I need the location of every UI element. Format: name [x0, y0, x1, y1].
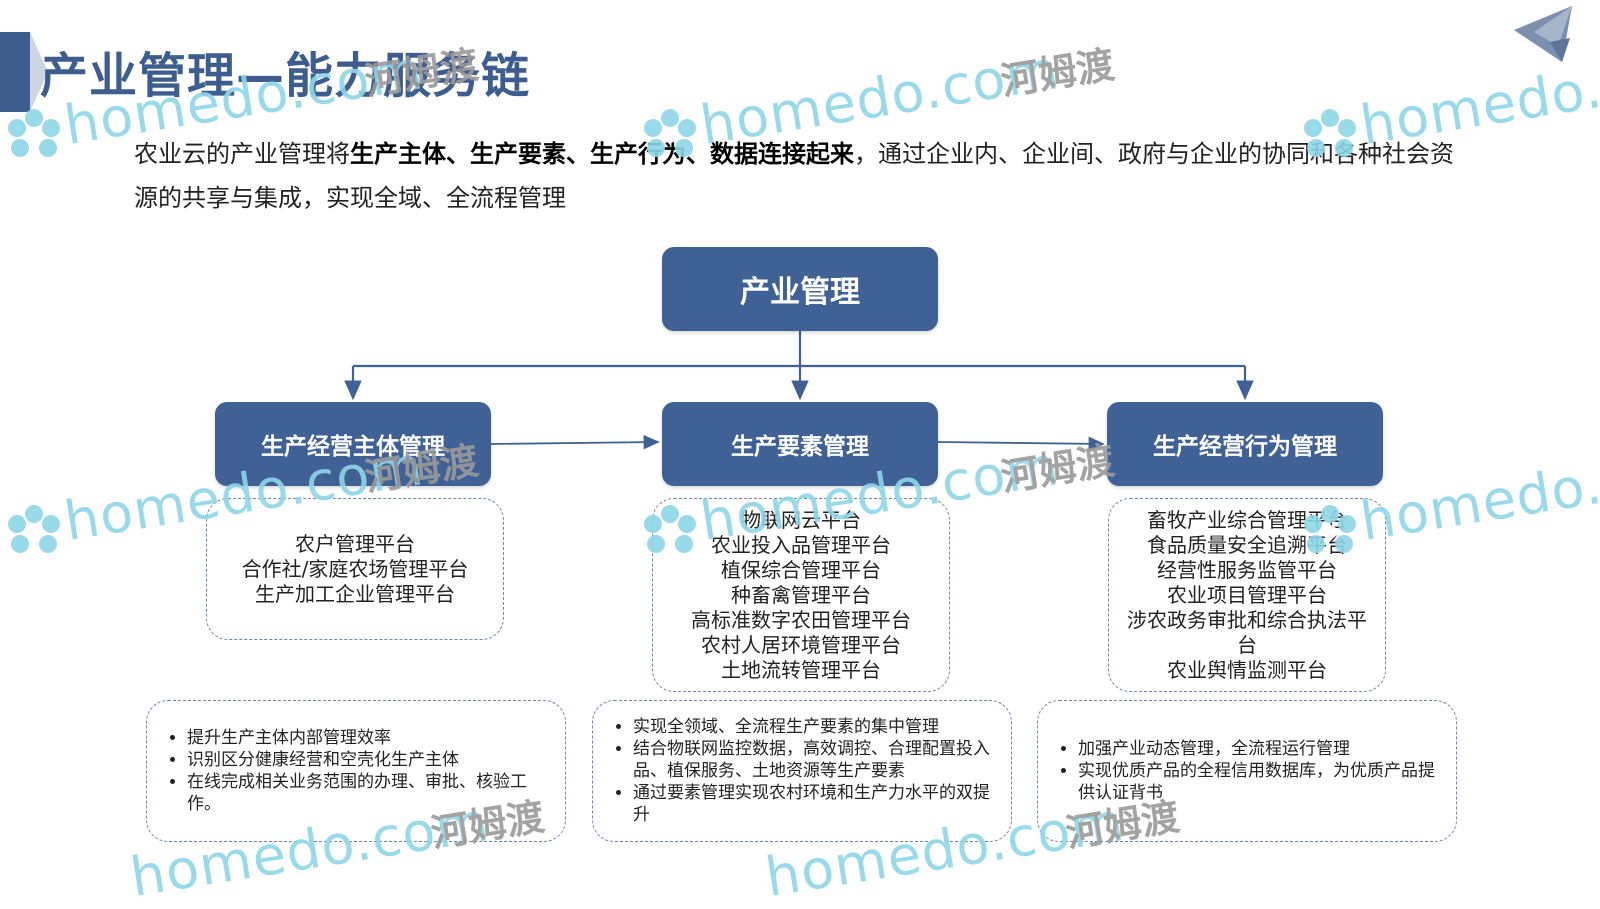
platform-item: 农业舆情监测平台 [1167, 657, 1327, 682]
connector-mid1-to-mid2 [490, 434, 660, 450]
branch-node-factor: 生产要素管理 [662, 402, 938, 486]
platform-item: 高标准数字农田管理平台 [691, 607, 911, 632]
benefit-item: 识别区分健康经营和空壳化生产主体 [187, 749, 547, 771]
benefit-list-subject: 提升生产主体内部管理效率 识别区分健康经营和空壳化生产主体 在线完成相关业务范围… [146, 700, 566, 842]
platform-list-subject: 农户管理平台 合作社/家庭农场管理平台 生产加工企业管理平台 [206, 498, 504, 640]
benefit-item: 通过要素管理实现农村环境和生产力水平的双提升 [633, 782, 993, 826]
intro-paragraph: 农业云的产业管理将生产主体、生产要素、生产行为、数据连接起来，通过企业内、企业间… [134, 132, 1464, 220]
platform-item: 农业项目管理平台 [1167, 582, 1327, 607]
platform-item: 食品质量安全追溯平台 [1147, 532, 1347, 557]
platform-item: 土地流转管理平台 [721, 657, 881, 682]
benefit-item: 在线完成相关业务范围的办理、审批、核验工作。 [187, 771, 547, 815]
intro-prefix: 农业云的产业管理将 [134, 140, 350, 168]
benefit-item: 加强产业动态管理，全流程运行管理 [1078, 738, 1438, 760]
platform-item: 农业投入品管理平台 [711, 532, 891, 557]
connector-mid2-to-mid3 [937, 436, 1105, 452]
platform-item: 涉农政务审批和综合执法平台 [1127, 607, 1367, 657]
platform-item: 合作社/家庭农场管理平台 [241, 556, 469, 581]
watermark-en: homedo.com [1356, 434, 1600, 553]
platform-list-behavior: 畜牧产业综合管理平台 食品质量安全追溯平台 经营性服务监管平台 农业项目管理平台… [1108, 498, 1386, 692]
benefit-item: 结合物联网监控数据，高效调控、合理配置投入品、植保服务、土地资源等生产要素 [633, 738, 993, 782]
platform-item: 生产加工企业管理平台 [255, 581, 455, 606]
benefit-list-behavior: 加强产业动态管理，全流程运行管理 实现优质产品的全程信用数据库，为优质产品提供认… [1037, 700, 1457, 842]
watermark-cn: 河姆渡 [997, 42, 1118, 104]
intro-highlight: 生产主体、生产要素、生产行为、数据连接起来 [350, 140, 854, 168]
platform-item: 种畜禽管理平台 [731, 582, 871, 607]
benefit-item: 实现全领域、全流程生产要素的集中管理 [633, 716, 993, 738]
corner-logo-icon [1514, 6, 1572, 62]
platform-item: 农户管理平台 [295, 531, 415, 556]
benefit-item: 提升生产主体内部管理效率 [187, 727, 547, 749]
intro-suffix: ，通过企业内、企业间、政府与企业的协同和各种社会资源的共享与集成，实现全域、全流… [134, 140, 1454, 212]
benefit-item: 实现优质产品的全程信用数据库，为优质产品提供认证背书 [1078, 760, 1438, 804]
page-title: 产业管理—能力服务链 [40, 48, 531, 104]
watermark-flower-icon [8, 505, 60, 553]
platform-item: 物联网云平台 [741, 507, 861, 532]
title-accent-bar [0, 32, 30, 112]
platform-list-factor: 物联网云平台 农业投入品管理平台 植保综合管理平台 种畜禽管理平台 高标准数字农… [652, 498, 950, 692]
platform-item: 畜牧产业综合管理平台 [1147, 507, 1347, 532]
watermark-cn: 河姆渡 [997, 438, 1118, 500]
branch-node-behavior: 生产经营行为管理 [1107, 402, 1383, 486]
root-node: 产业管理 [662, 247, 938, 331]
title-accent-arrow [30, 32, 48, 112]
platform-item: 农村人居环境管理平台 [701, 632, 901, 657]
watermark-flower-icon [8, 109, 60, 157]
platform-item: 经营性服务监管平台 [1157, 557, 1337, 582]
branch-node-subject: 生产经营主体管理 [215, 402, 491, 486]
benefit-list-factor: 实现全领域、全流程生产要素的集中管理 结合物联网监控数据，高效调控、合理配置投入… [592, 700, 1012, 842]
platform-item: 植保综合管理平台 [721, 557, 881, 582]
